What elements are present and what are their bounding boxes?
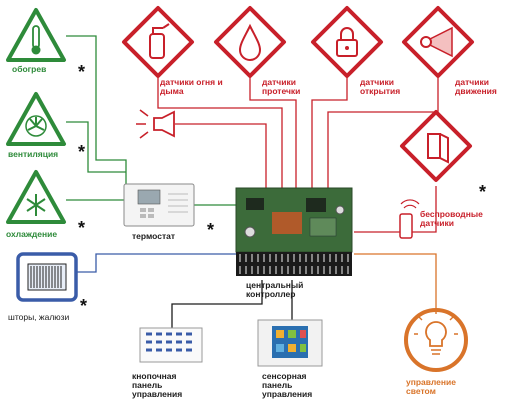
fire-sensor-label: датчики огня и дыма (160, 77, 223, 96)
asterisk-marker: * (80, 296, 88, 316)
cooling-icon (6, 170, 66, 224)
motion-sensor-icon (402, 6, 474, 78)
leak-sensor-label: датчики протечки (262, 77, 301, 96)
asterisk-marker: * (78, 62, 86, 82)
touch-panel-device (257, 319, 323, 367)
asterisk-marker: * (78, 142, 86, 162)
blinds-label: шторы, жалюзи (8, 312, 70, 322)
fire-sensor-icon (122, 6, 194, 78)
siren-icon (136, 109, 175, 139)
wireless-sensor-device (399, 199, 420, 239)
cooling-label: охлаждение (6, 229, 58, 239)
wireless-sensor-label: беспроводные датчики (420, 209, 483, 228)
touch-panel-label: сенсорная панель управления (262, 371, 313, 399)
open-sensor-label: датчики открытия (360, 77, 401, 96)
wireless-sensor-icon (400, 110, 472, 182)
thermostat-label: термостат (132, 231, 176, 241)
ventilation-label: вентиляция (8, 149, 59, 159)
lightbulb-icon (404, 308, 468, 372)
controller-label: центральный контроллер (246, 280, 304, 299)
keypad-label: кнопочная панель управления (132, 371, 183, 399)
connection-lines (66, 35, 439, 330)
blinds-icon (16, 252, 78, 302)
heating-icon (6, 8, 66, 62)
central-controller-board (235, 187, 353, 276)
asterisk-marker: * (479, 182, 487, 202)
motion-sensor-label: датчики движения (455, 77, 497, 96)
water-leak-sensor-icon (214, 6, 286, 78)
asterisk-marker: * (207, 220, 215, 240)
lock-sensor-icon (311, 6, 383, 78)
ventilation-icon (6, 92, 66, 146)
keypad-panel-device (139, 327, 203, 363)
thermostat-device (123, 183, 195, 227)
asterisk-marker: * (78, 218, 86, 238)
heating-label: обогрев (12, 64, 47, 74)
lighting-label: управление светом (406, 377, 456, 396)
